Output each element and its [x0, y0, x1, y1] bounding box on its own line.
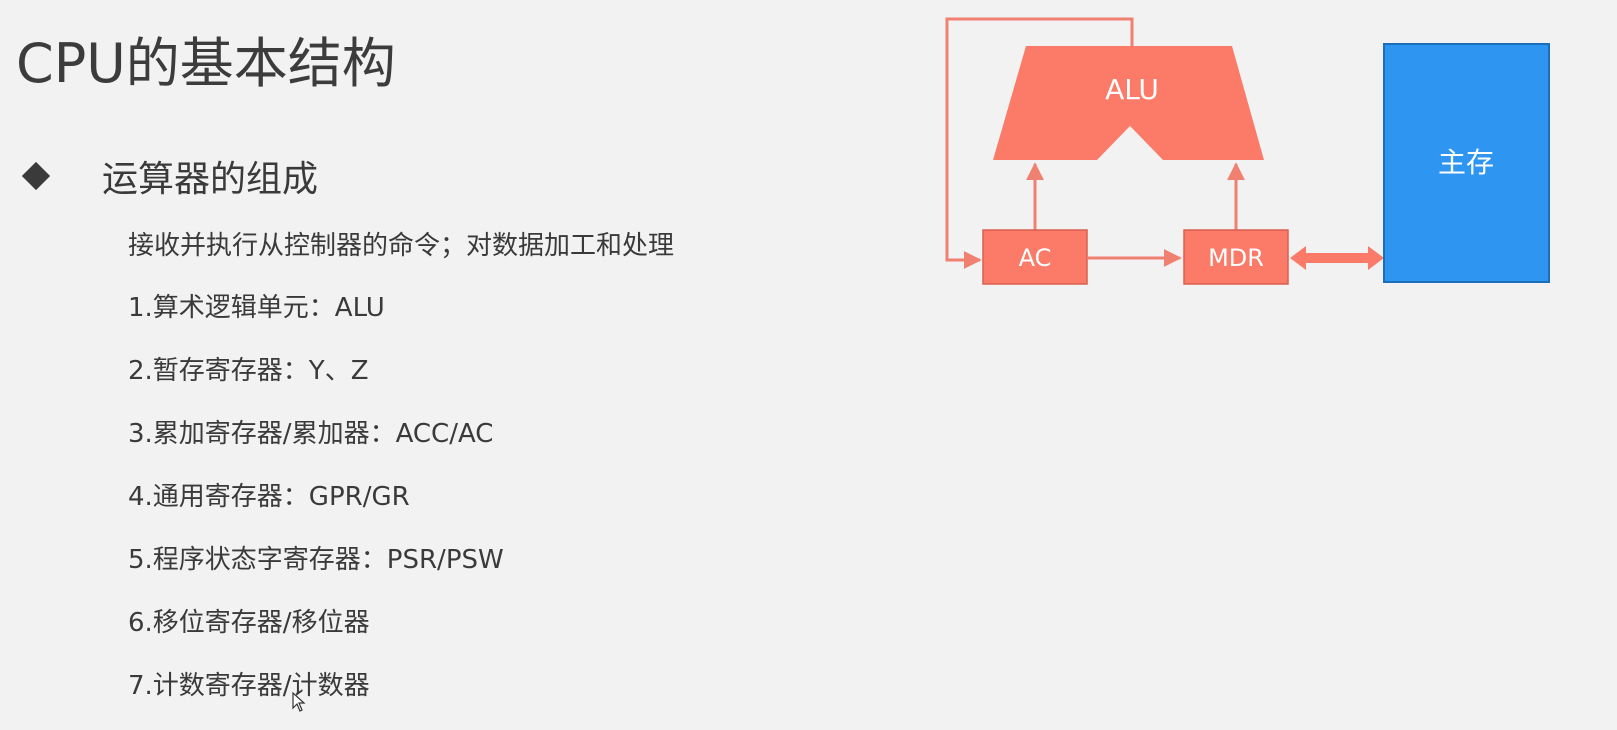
mdr-register-block: [1183, 229, 1289, 285]
section-label: 运算器的组成: [102, 159, 319, 200]
list-item: 1.算术逻辑单元：ALU: [128, 293, 385, 323]
list-item: 2.暂存寄存器：Y、Z: [128, 356, 369, 386]
alu-block: [993, 46, 1264, 160]
list-item: 5.程序状态字寄存器：PSR/PSW: [128, 545, 504, 575]
page-title: CPU的基本结构: [16, 32, 396, 95]
mdr-memory-double-arrow: [1290, 246, 1384, 270]
alu-feedback-line: [945, 17, 1134, 269]
ac-register-block: [982, 229, 1088, 285]
mouse-cursor-icon: [292, 692, 306, 712]
list-item: 4.通用寄存器：GPR/GR: [128, 482, 410, 512]
cpu-datapath-diagram: ALU AC MDR 主存: [945, 17, 1550, 285]
list-item: 7.计数寄存器/计数器: [128, 671, 370, 701]
mdr-label: MDR: [1208, 244, 1264, 272]
main-memory-block: [1383, 43, 1550, 283]
main-memory-label: 主存: [1438, 146, 1494, 179]
section-description: 接收并执行从控制器的命令；对数据加工和处理: [128, 231, 675, 261]
ac-label: AC: [1019, 244, 1052, 272]
alu-label: ALU: [1105, 73, 1159, 106]
list-item: 3.累加寄存器/累加器：ACC/AC: [128, 419, 494, 449]
list-item: 6.移位寄存器/移位器: [128, 608, 370, 638]
section-heading: 运算器的组成: [18, 148, 318, 204]
component-list: 1.算术逻辑单元：ALU 2.暂存寄存器：Y、Z 3.累加寄存器/累加器：ACC…: [128, 286, 504, 727]
diamond-bullet-icon: [21, 161, 51, 191]
